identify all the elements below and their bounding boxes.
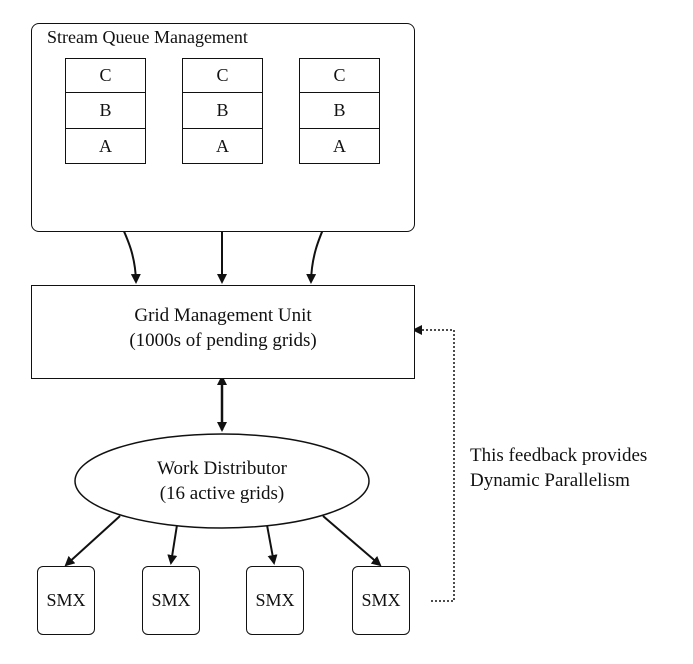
work-distributor-title: Work Distributor — [157, 458, 287, 479]
distributor-smx-2-arrow — [167, 524, 178, 565]
queue-3-cell-c: C — [299, 58, 380, 93]
queue-2-cell-b: B — [182, 92, 263, 129]
grid-management-unit-title: Grid Management Unit — [134, 305, 312, 326]
distributor-smx-1-arrow — [64, 515, 121, 567]
smx-unit-1: SMX — [37, 566, 95, 635]
queue-3-cell-b: B — [299, 92, 380, 129]
grid-management-unit-box — [31, 285, 415, 379]
distributor-smx-4-arrow — [322, 515, 382, 567]
work-distributor-ellipse — [74, 433, 370, 529]
queue-3-cell-a: A — [299, 128, 380, 164]
grid-management-unit-subtitle: (1000s of pending grids) — [129, 330, 317, 351]
queue-1-cell-c: C — [65, 58, 146, 93]
smx-unit-4: SMX — [352, 566, 410, 635]
stream-queue-title: Stream Queue Management — [47, 27, 248, 47]
distributor-smx-3-arrow — [266, 524, 278, 565]
feedback-dotted-arrow — [412, 325, 455, 602]
queue-1-cell-a: A — [65, 128, 146, 164]
feedback-note-line-2: Dynamic Parallelism — [470, 470, 630, 491]
smx-unit-2: SMX — [142, 566, 200, 635]
queue-2-cell-a: A — [182, 128, 263, 164]
feedback-note-line-1: This feedback provides — [470, 445, 648, 466]
queue-1-cell-b: B — [65, 92, 146, 129]
smx-unit-3: SMX — [246, 566, 304, 635]
work-distributor-subtitle: (16 active grids) — [159, 483, 285, 504]
queue-2-cell-c: C — [182, 58, 263, 93]
